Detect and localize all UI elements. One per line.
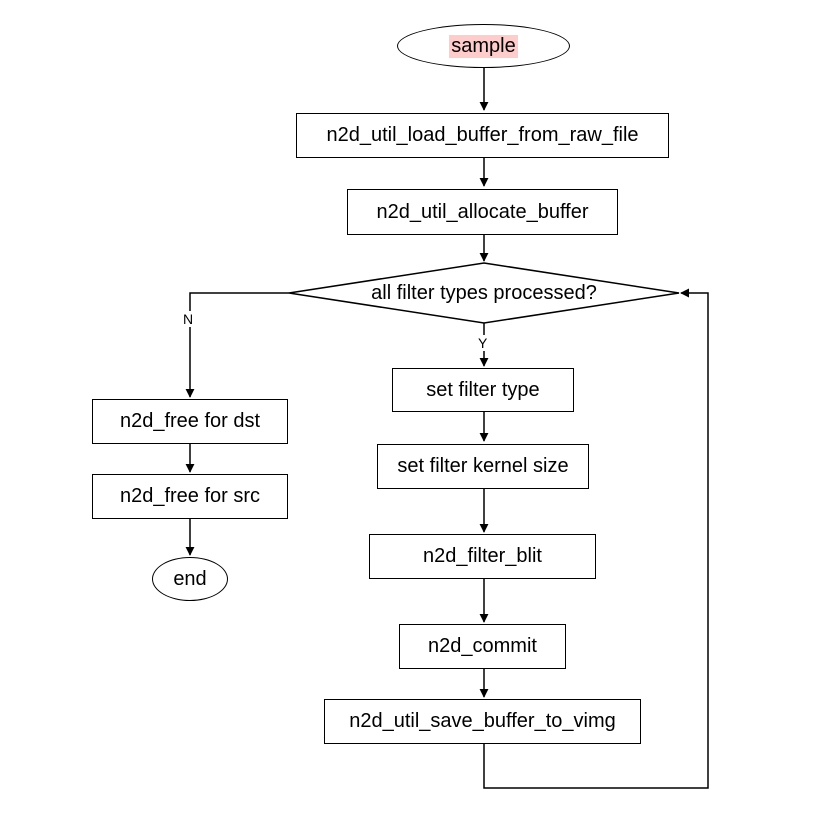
edge-decision-no: [185, 292, 289, 398]
edge-label-no: N: [182, 311, 195, 327]
set-filter-type-node: set filter type: [392, 368, 574, 412]
edge-label-yes: Y: [477, 335, 489, 351]
free-src-node: n2d_free for src: [92, 474, 288, 519]
save-buffer-node: n2d_util_save_buffer_to_vimg: [324, 699, 641, 744]
load-buffer-node: n2d_util_load_buffer_from_raw_file: [296, 113, 669, 158]
set-kernel-size-node: set filter kernel size: [377, 444, 589, 489]
allocate-buffer-node: n2d_util_allocate_buffer: [347, 189, 618, 235]
free-dst-node: n2d_free for dst: [92, 399, 288, 444]
start-node: sample: [397, 24, 570, 68]
decision-label: all filter types processed?: [371, 281, 597, 304]
end-node: end: [152, 557, 228, 601]
commit-node: n2d_commit: [399, 624, 566, 669]
edge-save-loop-back: [483, 288, 709, 789]
start-label: sample: [449, 34, 518, 58]
filter-blit-node: n2d_filter_blit: [369, 534, 596, 579]
